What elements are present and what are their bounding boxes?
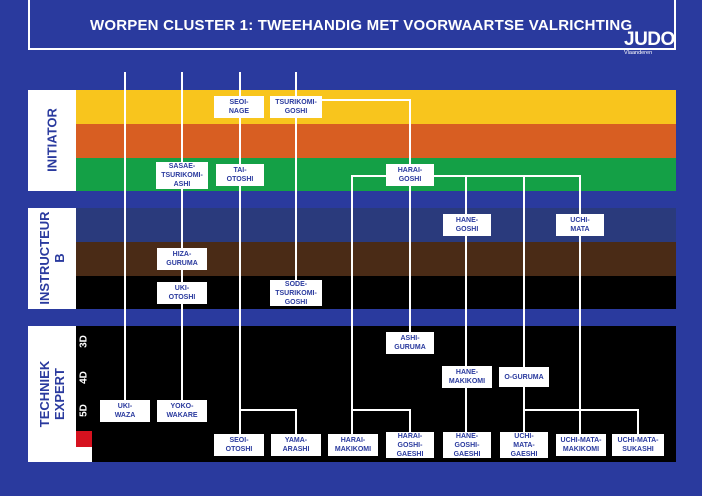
technique-hane-makikomi: HANE-MAKIKOMI xyxy=(442,366,492,388)
line-harai-makikomi xyxy=(351,175,410,434)
technique-hiza-guruma: HIZA-GURUMA xyxy=(157,248,207,270)
line-to-harai-goshi xyxy=(296,99,411,164)
page-title: WORPEN CLUSTER 1: TWEEHANDIG MET VOORWAA… xyxy=(90,17,633,34)
techniek-label-box: TECHNIEK EXPERT xyxy=(28,326,76,462)
technique-harai-goshi: HARAI-GOSHI xyxy=(386,164,434,186)
technique-sasae-tsurikomi-ashi: SASAE-TSURIKOMI-ASHI xyxy=(156,162,208,189)
technique-tai-otoshi: TAI-OTOSHI xyxy=(216,164,264,186)
logo-wordmark: JUDO xyxy=(624,29,675,50)
technique-tsurikomi-goshi: TSURIKOMI-GOSHI xyxy=(270,96,322,118)
technique-ashi-guruma: ASHI-GURUMA xyxy=(386,332,434,354)
judo-vlaanderen-logo: JUDO Vlaanderen xyxy=(624,30,675,56)
technique-sode-tsurikomi-goshi: SODE-TSURIKOMI-GOSHI xyxy=(270,280,322,306)
logo-subtitle: Vlaanderen xyxy=(624,50,653,56)
technique-yama-arashi: YAMA-ARASHI xyxy=(271,434,321,456)
technique-harai-goshi-gaeshi: HARAI-GOSHI-GAESHI xyxy=(386,432,434,458)
technique-seoi-nage: SEOI-NAGE xyxy=(214,96,264,118)
yellow-belt-band xyxy=(76,90,676,124)
technique-hane-goshi: HANE-GOSHI xyxy=(443,214,491,236)
line-uchi-mata-sukashi xyxy=(524,409,639,434)
instructeur-label-box: INSTRUCTEUR B xyxy=(28,208,76,309)
line-uchi-mata xyxy=(430,175,581,214)
technique-uki-waza: UKI-WAZA xyxy=(100,400,150,422)
technique-uki-otoshi: UKI-OTOSHI xyxy=(157,282,207,304)
dan-6-red-block xyxy=(76,431,92,447)
technique-yoko-wakare: YOKO-WAKARE xyxy=(157,400,207,422)
technique-o-guruma: O-GURUMA xyxy=(499,367,549,387)
technique-hane-goshi-gaeshi: HANE-GOSHI-GAESHI xyxy=(443,432,491,458)
line-harai-goshi-gaeshi xyxy=(352,409,411,434)
technique-uchi-mata-gaeshi: UCHI-MATA-GAESHI xyxy=(500,432,548,458)
initiator-label-box: INITIATOR xyxy=(28,90,76,191)
technique-uchi-mata-sukashi: UCHI-MATA-SUKASHI xyxy=(612,434,664,456)
technique-seoi-otoshi: SEOI-OTOSHI xyxy=(214,434,264,456)
header-frame xyxy=(28,0,676,50)
technique-uchi-mata-makikomi: UCHI-MATA-MAKIKOMI xyxy=(556,434,606,456)
dan-6-white-block xyxy=(76,447,92,462)
orange-belt-band xyxy=(76,124,676,158)
technique-harai-makikomi: HARAI-MAKIKOMI xyxy=(328,434,378,456)
technique-uchi-mata: UCHI-MATA xyxy=(556,214,604,236)
line-yama-arashi xyxy=(240,409,297,434)
